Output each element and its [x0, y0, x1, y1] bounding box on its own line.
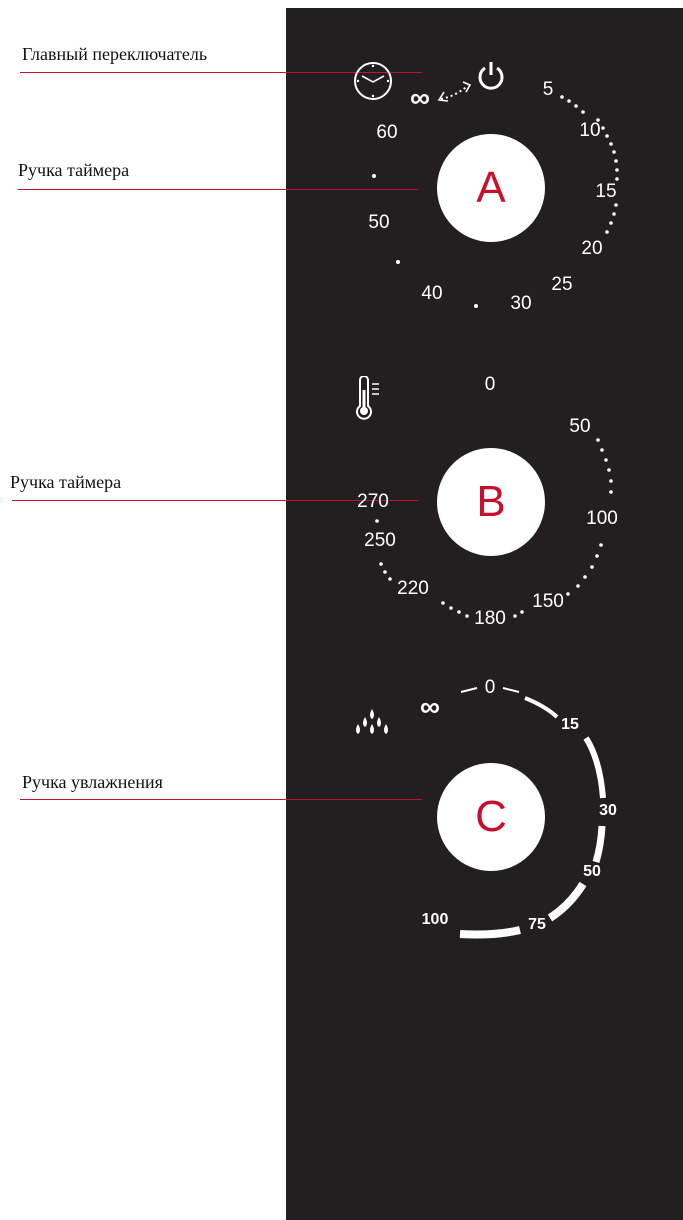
humidity-label-75: 75: [528, 916, 546, 933]
temp-label-220: 220: [397, 578, 429, 599]
temp-label-270: 270: [357, 491, 389, 512]
temp-knob-b[interactable]: B: [437, 448, 545, 556]
temp-label-100: 100: [586, 508, 618, 529]
leader-timer-knob: [18, 189, 418, 190]
timer-label-60: 60: [376, 122, 398, 143]
callout-humidity-knob: Ручка увлажнения: [22, 772, 163, 792]
callout-timer-knob: Ручка таймера: [18, 160, 130, 180]
timer-label-5: 5: [542, 79, 554, 100]
humidity-label-0: 0: [484, 677, 496, 698]
timer-label-15: 15: [595, 181, 617, 202]
leader-temp-knob: [12, 500, 418, 501]
timer-label-20: 20: [581, 238, 603, 259]
leader-main-switch: [20, 72, 422, 73]
timer-label-30: 30: [510, 293, 532, 314]
power-icon: [478, 62, 504, 90]
humidity-label-15: 15: [561, 716, 579, 733]
water-drops-icon: [356, 709, 388, 734]
temp-label-180: 180: [474, 608, 506, 629]
clock-icon: [354, 62, 392, 100]
temp-label-150: 150: [532, 591, 564, 612]
humidity-infinity-label: ∞: [420, 691, 440, 722]
humidity-knob-c[interactable]: C: [437, 763, 545, 871]
leader-humidity-knob: [20, 799, 422, 800]
timer-infinity-label: ∞: [410, 82, 430, 113]
humidity-label-50: 50: [583, 863, 601, 880]
temp-label-250: 250: [364, 530, 396, 551]
temp-label-50: 50: [569, 416, 591, 437]
timer-label-10: 10: [579, 120, 601, 141]
humidity-label-30: 30: [599, 802, 617, 819]
humidity-label-100: 100: [421, 911, 449, 928]
temp-label-0: 0: [484, 374, 496, 395]
thermometer-icon: [356, 376, 379, 420]
timer-label-40: 40: [421, 283, 443, 304]
timer-label-50: 50: [368, 212, 390, 233]
timer-label-25: 25: [551, 274, 573, 295]
callout-main-switch: Главный переключатель: [22, 44, 208, 64]
callout-temp-knob: Ручка таймера: [10, 472, 122, 492]
timer-knob-a[interactable]: A: [437, 134, 545, 242]
